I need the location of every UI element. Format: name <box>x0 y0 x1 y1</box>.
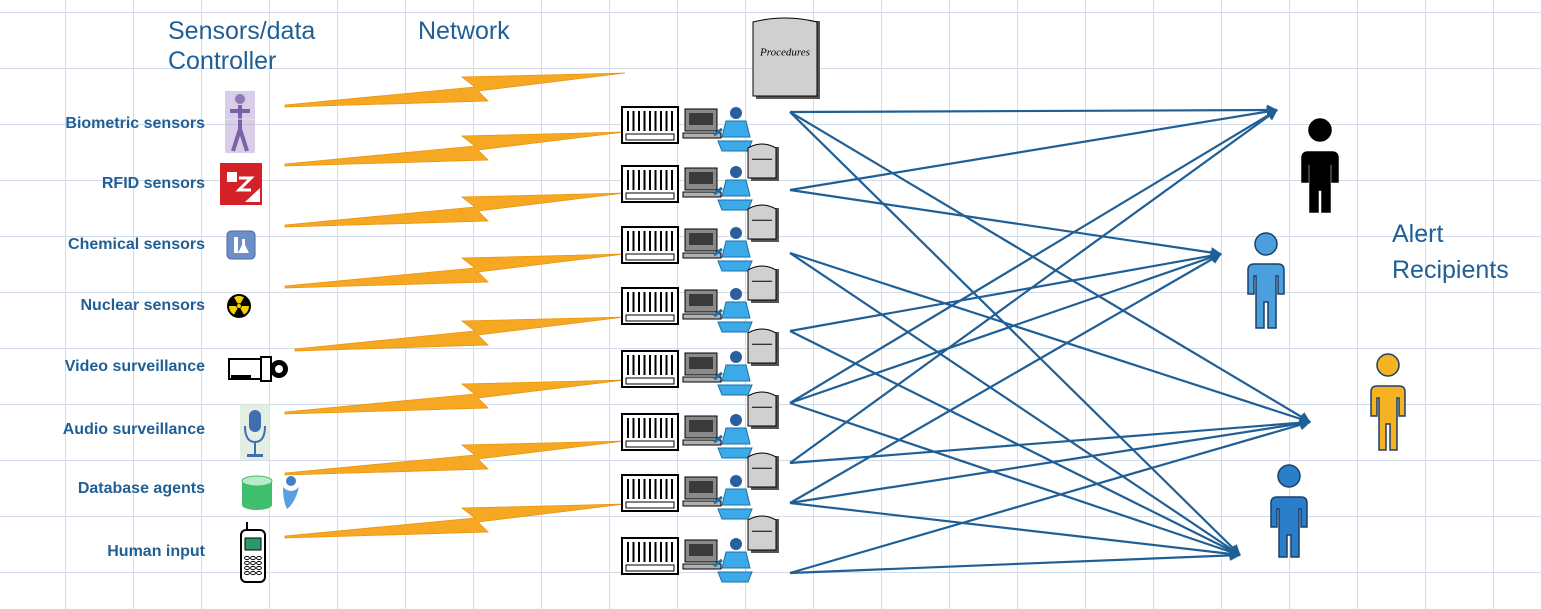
procedures-book-icon <box>747 452 779 490</box>
microphone-icon <box>240 404 270 460</box>
controller-station <box>621 265 779 333</box>
rfid-tag-icon <box>220 163 262 205</box>
alert-arrow-6-to-2 <box>789 418 1311 505</box>
server-rack-icon <box>621 226 679 264</box>
chemical-flask-icon <box>226 230 256 260</box>
source-label-6: Database agents <box>77 480 205 497</box>
alert-arrow-0-to-0 <box>789 104 1278 116</box>
server-rack-icon <box>621 413 679 451</box>
source-label-7: Human input <box>107 543 205 560</box>
alert-arrow-5-to-0 <box>789 109 1278 464</box>
sensor-icons <box>220 91 299 583</box>
controller-station <box>621 106 753 152</box>
server-rack-icon <box>621 106 679 144</box>
network-link-bolt <box>284 440 626 476</box>
procedures-book-icon <box>747 265 779 303</box>
procedures-book-icon <box>747 391 779 429</box>
database-cylinder-icon <box>241 475 299 510</box>
operator-workstation-icon <box>682 414 753 459</box>
operator-workstation-icon <box>682 107 753 152</box>
alert-recipients-header: Alert Recipients <box>1392 216 1509 288</box>
server-rack-icon <box>621 165 679 203</box>
network-link-bolt <box>284 503 626 539</box>
biometric-figure-icon <box>225 91 255 153</box>
recipients-header-line1: Alert <box>1392 220 1444 248</box>
alert-arrow-4-to-0 <box>789 109 1278 404</box>
server-rack-icon <box>621 350 679 388</box>
controller-station <box>621 452 779 520</box>
source-label-1: RFID sensors <box>101 175 205 192</box>
alert-arrow-1-to-0 <box>789 106 1278 192</box>
source-label-2: Chemical sensors <box>68 236 205 253</box>
procedures-book-icon <box>747 143 779 181</box>
source-label-3: Nuclear sensors <box>80 297 205 314</box>
alert-arrow-7-to-3 <box>789 549 1241 575</box>
server-rack-icon <box>621 537 679 575</box>
server-rack-icon <box>621 287 679 325</box>
recipient-blue-figure <box>1270 464 1308 558</box>
controller-station <box>621 391 779 459</box>
alert-arrow-0-to-2 <box>789 111 1311 423</box>
radiation-symbol-icon <box>227 294 251 318</box>
alert-arrow-5-to-2 <box>789 417 1311 465</box>
network-link-bolt <box>284 192 626 228</box>
alert-arrow-2-to-2 <box>789 251 1311 425</box>
network-link-bolt <box>284 253 626 289</box>
procedures-book-icon <box>747 328 779 366</box>
network-header: Network <box>418 17 510 45</box>
source-label-4: Video surveillance <box>64 358 205 375</box>
alert-recipient-figures <box>1247 118 1406 558</box>
sensors-controller-header: Sensors/data Controller <box>168 16 315 76</box>
alert-arrows <box>789 104 1311 575</box>
alert-arrow-4-to-1 <box>789 252 1222 405</box>
alert-arrow-4-to-3 <box>789 401 1241 557</box>
network-link-bolt <box>284 131 626 167</box>
recipient-black-figure <box>1301 118 1339 213</box>
operator-workstation-icon <box>682 475 753 520</box>
controller-station <box>621 515 779 583</box>
network-link-bolt <box>294 316 626 352</box>
alert-arrow-6-to-3 <box>789 501 1241 560</box>
video-camera-icon <box>228 356 288 382</box>
operator-workstation-icon <box>682 288 753 333</box>
alert-arrow-0-to-3 <box>789 111 1241 556</box>
network-links <box>284 72 626 539</box>
procedures-book-title: Procedures <box>759 46 810 58</box>
controller-station <box>621 143 779 211</box>
server-rack-icon <box>621 474 679 512</box>
source-label-5: Audio surveillance <box>62 421 205 438</box>
alert-arrow-3-to-3 <box>789 330 1241 556</box>
alert-arrow-6-to-1 <box>789 253 1222 504</box>
procedures-book-icon <box>747 515 779 553</box>
sensors-header-line2: Controller <box>168 47 277 75</box>
mobile-phone-icon <box>240 522 266 583</box>
alert-arrow-1-to-1 <box>789 188 1222 258</box>
sensors-header-line1: Sensors/data <box>168 17 316 45</box>
operator-workstation-icon <box>682 351 753 396</box>
controller-station <box>621 204 779 272</box>
alert-arrow-3-to-1 <box>789 250 1222 333</box>
source-label-0: Biometric sensors <box>65 115 205 132</box>
procedures-book-icon <box>747 204 779 242</box>
controller-station <box>621 328 779 396</box>
controllers: Procedures <box>621 17 820 583</box>
operator-workstation-icon <box>682 538 753 583</box>
alert-arrow-7-to-2 <box>789 419 1311 575</box>
network-link-bolt <box>284 72 626 108</box>
recipient-light-blue-figure <box>1247 232 1285 329</box>
alert-arrow-2-to-3 <box>789 252 1241 556</box>
recipient-yellow-figure <box>1370 353 1406 451</box>
network-link-bolt <box>284 379 626 415</box>
operator-workstation-icon <box>682 227 753 272</box>
procedures-book-icon: Procedures <box>752 17 820 99</box>
operator-workstation-icon <box>682 166 753 211</box>
recipients-header-line2: Recipients <box>1392 256 1509 284</box>
